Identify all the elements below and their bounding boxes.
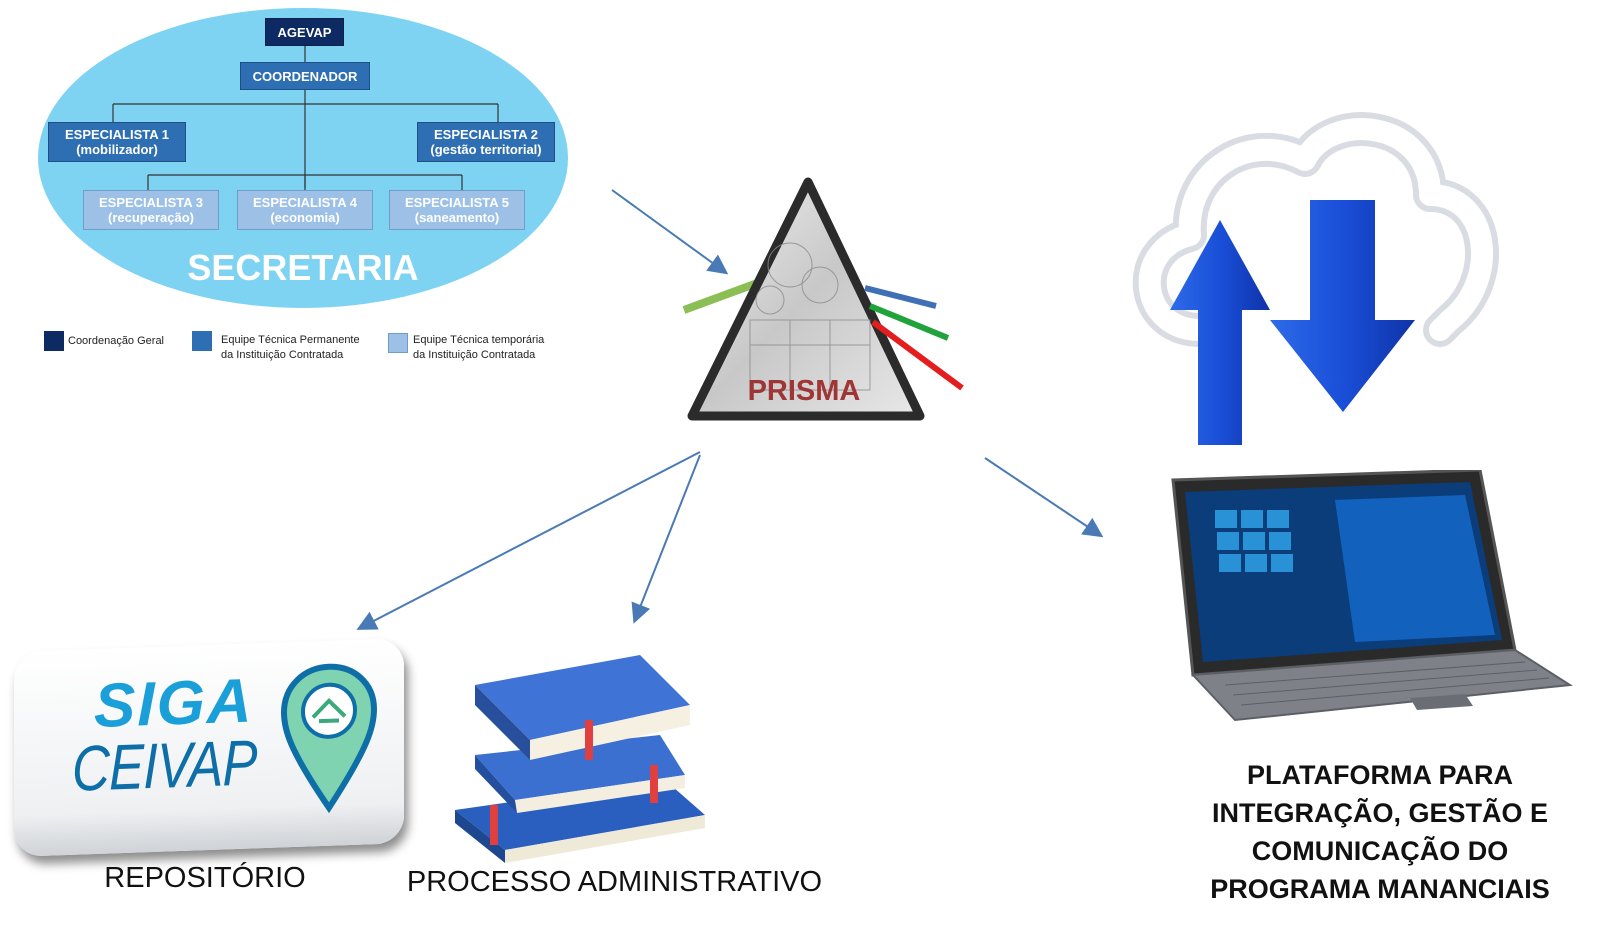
specialist-3-box: ESPECIALISTA 3 (recuperação) [83,190,219,230]
legend-swatch-dark [44,331,64,351]
specialist-1-title: ESPECIALISTA 1 [64,127,170,142]
legend-item-2-line2: da Instituição Contratada [221,349,344,361]
prism-graphic: PRISMA [682,177,964,421]
platform-caption-line3: COMUNICAÇÃO DO [1251,836,1509,866]
prism-triangle [687,177,925,421]
ceivap-text: CEIVAP [72,726,257,805]
specialist-1-box: ESPECIALISTA 1 (mobilizador) [48,122,186,162]
specialist-4-sub: (economia) [270,210,340,225]
specialist-5-sub: (saneamento) [414,210,500,225]
repository-caption: REPOSITÓRIO [104,862,306,894]
specialist-4-title: ESPECIALISTA 4 [252,195,358,210]
map-pin-icon [280,663,378,814]
specialist-4-box: ESPECIALISTA 4 (economia) [237,190,373,230]
specialist-2-sub: (gestão territorial) [430,142,542,157]
specialist-1-sub: (mobilizador) [76,142,158,157]
specialist-3-title: ESPECIALISTA 3 [98,195,204,210]
prism-beam-green [868,303,950,341]
cloud-sync-icon [1132,112,1499,445]
legend-item-3-line1: Equipe Técnica temporária [413,334,545,346]
download-arrow-icon [1270,200,1415,412]
legend-swatch-light [388,333,408,353]
agevap-label: AGEVAP [277,24,332,40]
arrow-prism-to-platform [984,457,1104,538]
books-icon [455,655,705,863]
prism-incoming-beam [682,278,762,314]
legend-item-1: Coordenação Geral [68,335,165,347]
specialist-5-title: ESPECIALISTA 5 [404,195,510,210]
org-connector-lines [112,45,499,190]
prism-label: PRISMA [748,375,861,407]
specialist-2-box: ESPECIALISTA 2 (gestão territorial) [417,122,555,162]
agevap-box: AGEVAP [265,18,344,46]
platform-caption-line1: PLATAFORMA PARA [1247,760,1513,790]
legend-swatch-mid [192,331,212,351]
upload-arrow-icon [1170,220,1270,445]
secretaria-label: SECRETARIA [187,247,419,288]
admin-process-caption: PROCESSO ADMINISTRATIVO [406,866,823,898]
arrow-prism-to-books [631,454,701,624]
siga-ceivap-logo: SIGA CEIVAP [14,638,404,857]
specialist-5-box: ESPECIALISTA 5 (saneamento) [389,190,525,230]
platform-caption-line4: PROGRAMA MANANCIAIS [1210,874,1550,904]
platform-caption-line2: INTEGRAÇÃO, GESTÃO E [1211,798,1549,828]
legend-item-2-line1: Equipe Técnica Permanente [221,334,360,346]
coordinator-label: COORDENADOR [252,68,358,84]
coordinator-box: COORDENADOR [240,62,370,90]
arrow-prism-to-siga [356,451,701,630]
specialist-2-title: ESPECIALISTA 2 [433,127,539,142]
tablet-laptop-icon [1171,470,1573,722]
prism-beam-blue [864,285,937,309]
prism-beam-red [871,319,964,391]
arrow-secretaria-to-prism [611,189,729,275]
specialist-3-sub: (recuperação) [108,210,194,225]
legend-item-3-line2: da Instituição Contratada [413,349,536,361]
